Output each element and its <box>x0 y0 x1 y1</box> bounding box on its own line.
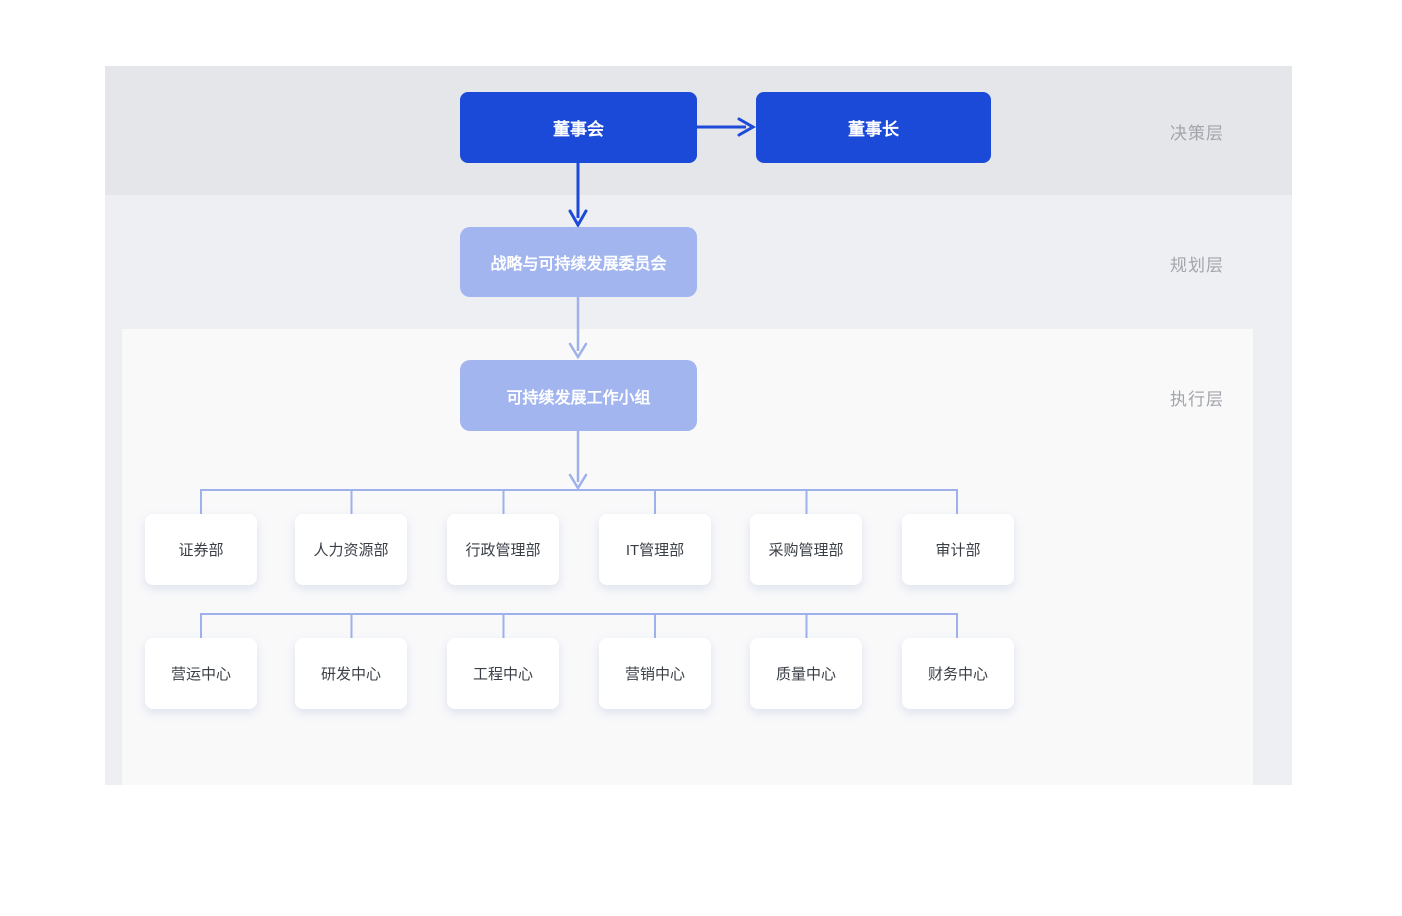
dept-box-audit: 审计部 <box>902 514 1014 585</box>
dept-box-it: IT管理部 <box>599 514 711 585</box>
org-node-chairman: 董事长 <box>756 92 991 163</box>
layer-label-execution: 执行层 <box>1170 390 1224 409</box>
dept-box-engineering-center: 工程中心 <box>447 638 559 709</box>
dept-box-quality-center: 质量中心 <box>750 638 862 709</box>
dept-box-securities: 证券部 <box>145 514 257 585</box>
dept-box-operations-center: 营运中心 <box>145 638 257 709</box>
layer-band-decision <box>105 66 1292 195</box>
layer-label-planning: 规划层 <box>1170 256 1224 275</box>
dept-box-hr: 人力资源部 <box>295 514 407 585</box>
org-node-board: 董事会 <box>460 92 697 163</box>
dept-box-procurement: 采购管理部 <box>750 514 862 585</box>
dept-box-rnd-center: 研发中心 <box>295 638 407 709</box>
dept-box-finance-center: 财务中心 <box>902 638 1014 709</box>
layer-label-decision: 决策层 <box>1170 124 1224 143</box>
dept-box-marketing-center: 营销中心 <box>599 638 711 709</box>
dept-box-administration: 行政管理部 <box>447 514 559 585</box>
org-node-committee: 战略与可持续发展委员会 <box>460 227 697 297</box>
org-node-workgroup: 可持续发展工作小组 <box>460 360 697 431</box>
